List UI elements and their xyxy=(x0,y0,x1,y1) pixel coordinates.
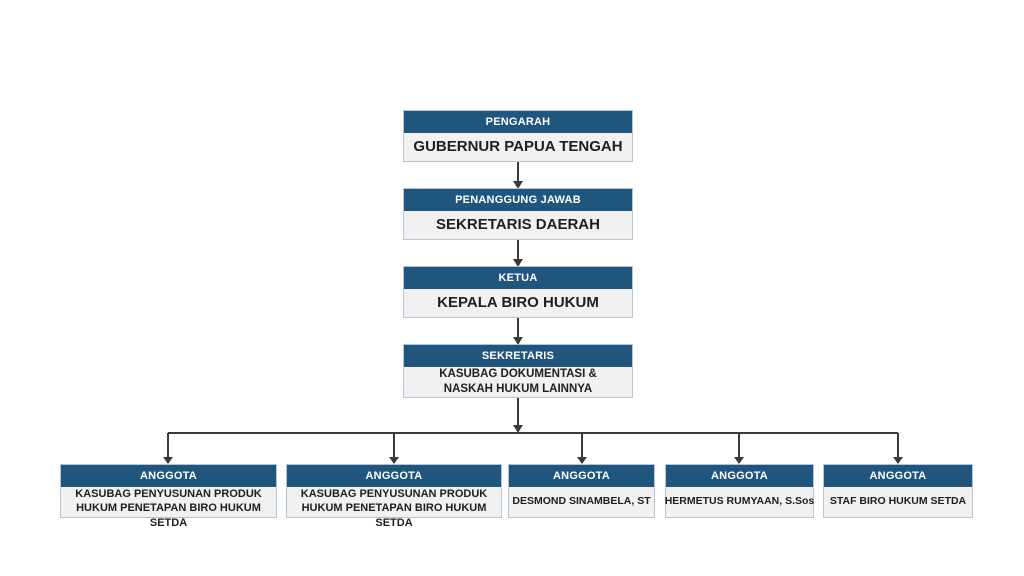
node-role-label: KETUA xyxy=(404,267,632,289)
node-role-label: ANGGOTA xyxy=(61,465,276,487)
node-role-label: PENANGGUNG JAWAB xyxy=(404,189,632,211)
node-anggota-5: ANGGOTA STAF BIRO HUKUM SETDA xyxy=(823,464,973,518)
node-holder-label: KEPALA BIRO HUKUM xyxy=(437,294,599,312)
node-holder-label: KASUBAG PENYUSUNAN PRODUK HUKUM PENETAPA… xyxy=(300,488,488,529)
node-anggota-1: ANGGOTA KASUBAG PENYUSUNAN PRODUK HUKUM … xyxy=(60,464,277,529)
node-holder-label: STAF BIRO HUKUM SETDA xyxy=(829,495,967,508)
node-anggota-4: ANGGOTA HERMETUS RUMYAAN, S.Sos xyxy=(665,464,814,518)
node-holder-label: SEKRETARIS DAERAH xyxy=(436,216,600,234)
node-ketua: KETUA KEPALA BIRO HUKUM xyxy=(403,266,633,318)
node-holder-label: DESMOND SINAMBELA, ST xyxy=(512,495,651,508)
node-sekretaris: SEKRETARIS KASUBAG DOKUMENTASI & NASKAH … xyxy=(403,344,633,398)
node-role-label: ANGGOTA xyxy=(287,465,501,487)
node-holder-label: GUBERNUR PAPUA TENGAH xyxy=(413,138,623,156)
node-role-label: ANGGOTA xyxy=(509,465,654,487)
node-anggota-2: ANGGOTA KASUBAG PENYUSUNAN PRODUK HUKUM … xyxy=(286,464,502,529)
node-anggota-3: ANGGOTA DESMOND SINAMBELA, ST xyxy=(508,464,655,518)
node-role-label: ANGGOTA xyxy=(824,465,972,487)
node-role-label: PENGARAH xyxy=(404,111,632,133)
node-penanggung-jawab: PENANGGUNG JAWAB SEKRETARIS DAERAH xyxy=(403,188,633,240)
node-pengarah: PENGARAH GUBERNUR PAPUA TENGAH xyxy=(403,110,633,162)
node-holder-label: KASUBAG PENYUSUNAN PRODUK HUKUM PENETAPA… xyxy=(75,488,262,529)
node-holder-label: KASUBAG DOKUMENTASI & NASKAH HUKUM LAINN… xyxy=(439,368,597,395)
node-role-label: ANGGOTA xyxy=(666,465,813,487)
node-role-label: SEKRETARIS xyxy=(404,345,632,367)
node-holder-label: HERMETUS RUMYAAN, S.Sos xyxy=(664,495,815,508)
